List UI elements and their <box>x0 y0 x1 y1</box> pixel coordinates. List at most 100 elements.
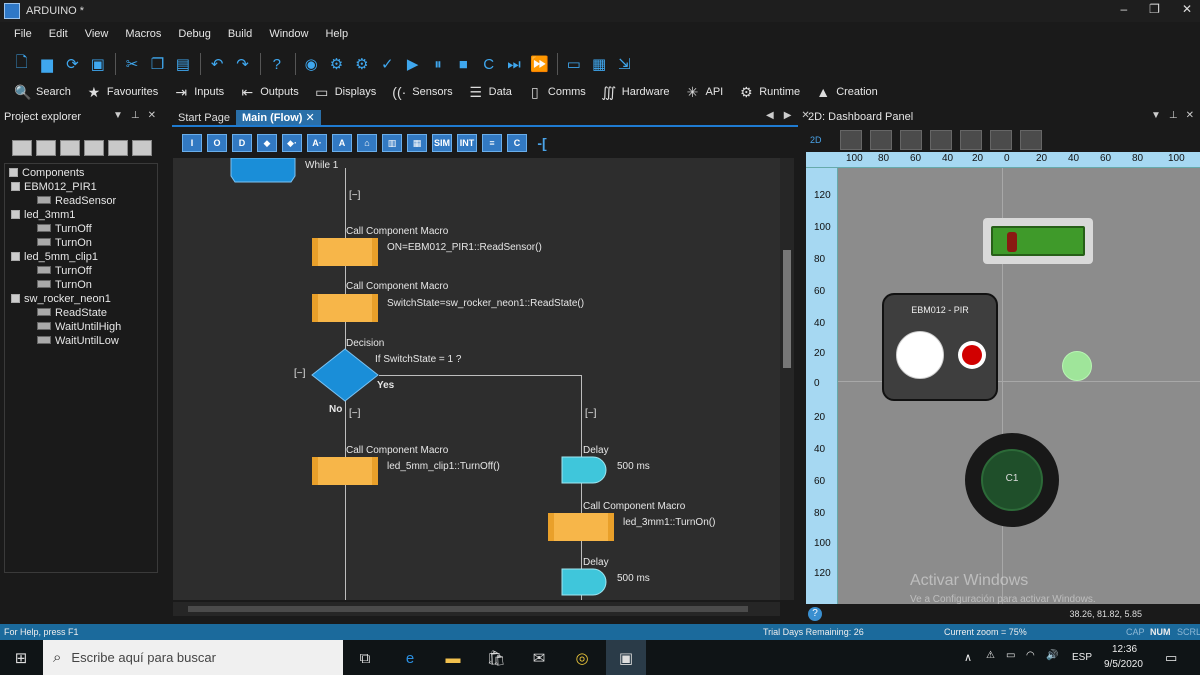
play-icon[interactable]: ▶ <box>406 56 419 73</box>
output-icon[interactable]: O <box>207 134 227 152</box>
edge-icon[interactable]: e <box>405 649 415 667</box>
tree-item[interactable]: WaitUntilHigh <box>37 320 121 334</box>
stop-icon[interactable]: ■ <box>458 55 468 73</box>
task-view-icon[interactable]: ⧉ <box>359 649 371 667</box>
open-folder-icon[interactable]: ▆ <box>41 56 53 73</box>
tree-item[interactable]: ReadSensor <box>37 194 116 208</box>
displays-button[interactable]: ▭Displays <box>313 84 376 100</box>
wifi-icon[interactable]: ◠ <box>1026 650 1035 661</box>
chrome-icon[interactable]: ◎ <box>575 650 589 667</box>
inputs-button[interactable]: ⇥Inputs <box>172 84 224 100</box>
tree-item[interactable]: ReadState <box>37 306 107 320</box>
help-icon[interactable]: ? <box>272 55 281 73</box>
binary-icon[interactable]: ▦ <box>591 56 607 73</box>
close-icon[interactable]: ✕ <box>1185 110 1194 121</box>
tab-scroll-left-icon[interactable]: ◀ <box>766 110 774 121</box>
while-loop-shape[interactable] <box>229 158 299 184</box>
horizontal-scroll-thumb[interactable] <box>188 606 748 612</box>
copy-icon[interactable]: ❐ <box>150 56 165 73</box>
tree-item[interactable]: TurnOff <box>37 222 92 236</box>
tree-item[interactable]: EBM012_PIR1 <box>11 180 97 194</box>
notifications-icon[interactable]: ▭ <box>1165 650 1178 665</box>
store-icon[interactable]: 🛍 <box>486 650 506 667</box>
tab-main-flow[interactable]: Main (Flow) ✕ <box>235 110 321 126</box>
macro-icon[interactable] <box>84 140 104 156</box>
wrench-icon[interactable] <box>990 130 1012 150</box>
tree-item[interactable]: TurnOn <box>37 278 92 292</box>
menu-view[interactable]: View <box>84 28 109 40</box>
compile-icon[interactable]: ⚙ <box>329 56 344 73</box>
board-icon[interactable] <box>12 140 32 156</box>
decision-diamond[interactable] <box>311 348 379 402</box>
layer-icon[interactable] <box>960 130 982 150</box>
data-button[interactable]: ☰Data <box>467 84 512 100</box>
pin-icon[interactable]: ⊥ <box>130 110 140 121</box>
language-indicator[interactable]: ESP <box>1072 652 1093 663</box>
pin-icon[interactable]: ⊥ <box>1168 110 1178 121</box>
chevron-up-icon[interactable]: ∧ <box>964 652 973 664</box>
sphere-icon[interactable] <box>900 130 922 150</box>
paste-icon[interactable]: ▤ <box>175 56 190 73</box>
dropdown-icon[interactable]: ▼ <box>112 110 123 121</box>
move-icon[interactable] <box>870 130 892 150</box>
tree-item[interactable]: led_5mm_clip1 <box>11 250 98 264</box>
windows-start-icon[interactable]: ⊞ <box>14 650 28 667</box>
taskbar-search[interactable]: ⌕ Escribe aquí para buscar <box>43 640 343 675</box>
pointer-icon[interactable] <box>840 130 862 150</box>
component-macro-block[interactable] <box>548 513 614 541</box>
view-icon[interactable]: ◉ <box>304 56 318 73</box>
creation-button[interactable]: ▲Creation <box>814 84 878 100</box>
comment-icon[interactable]: ≡ <box>482 134 502 152</box>
delay-block[interactable] <box>561 456 609 484</box>
push-button[interactable]: C1 <box>965 433 1059 527</box>
loop-icon[interactable]: ⌂ <box>357 134 377 152</box>
component-macro-block[interactable] <box>312 294 378 322</box>
redo-icon[interactable]: ↷ <box>236 56 249 73</box>
program-icon[interactable]: ⇲ <box>618 56 631 73</box>
undo-icon[interactable]: ↶ <box>210 56 224 73</box>
favourites-button[interactable]: ★Favourites <box>85 84 159 100</box>
tree-item[interactable]: WaitUntilLow <box>37 334 119 348</box>
outputs-button[interactable]: ⇤Outputs <box>238 84 298 100</box>
dashboard-canvas[interactable]: EBM012 - PIR C1 Activar Windows Ve a Con… <box>838 168 1200 604</box>
search-button[interactable]: 🔍Search <box>14 83 71 100</box>
yes-collapse-toggle[interactable]: [−] <box>585 408 597 419</box>
flowchart-canvas[interactable]: While 1 [−] Call Component Macro ON=EBM0… <box>173 158 780 600</box>
hardware-button[interactable]: ∭Hardware <box>601 83 670 100</box>
save-icon[interactable]: ▣ <box>90 56 105 73</box>
decision-collapse-toggle[interactable]: [−] <box>294 368 306 379</box>
code-icon[interactable]: C <box>507 134 527 152</box>
pir-sensor[interactable]: EBM012 - PIR <box>882 293 998 401</box>
pause-icon[interactable]: ⏸ <box>434 55 442 73</box>
comms-button[interactable]: ▯Comms <box>526 84 586 100</box>
menu-build[interactable]: Build <box>227 28 253 40</box>
menu-help[interactable]: Help <box>325 28 349 40</box>
check-icon[interactable]: ✓ <box>380 56 394 73</box>
restore-icon[interactable]: ❐ <box>1149 2 1160 16</box>
calculation-icon[interactable]: A· <box>307 134 327 152</box>
refresh-icon[interactable]: ⟳ <box>66 56 79 73</box>
bracket-icon[interactable]: -[ <box>537 135 547 151</box>
component-icon[interactable] <box>108 140 128 156</box>
delay-icon[interactable]: D <box>232 134 252 152</box>
switch-icon[interactable]: ◆· <box>282 134 302 152</box>
close-icon[interactable]: ✕ <box>1181 2 1192 16</box>
variable-icon[interactable] <box>60 140 80 156</box>
step-into-icon[interactable]: ⏭ <box>507 55 521 73</box>
code-icon[interactable]: ▭ <box>566 56 581 73</box>
resize-icon[interactable] <box>930 130 952 150</box>
tab-scroll-right-icon[interactable]: ▶ <box>783 110 792 121</box>
sim-icon[interactable]: C <box>483 55 495 73</box>
api-button[interactable]: ✳API <box>683 84 724 100</box>
chip-icon[interactable]: ⚙ <box>355 56 369 73</box>
file-explorer-icon[interactable]: ▬ <box>445 649 461 667</box>
menu-edit[interactable]: Edit <box>48 28 68 40</box>
component-macro-block[interactable] <box>312 238 378 266</box>
notification-app-icon[interactable]: ⚠ <box>986 650 995 661</box>
component-macro-icon[interactable]: ▦ <box>407 134 427 152</box>
interrupt-icon[interactable]: INT <box>457 134 477 152</box>
tree-item[interactable]: TurnOn <box>37 236 92 250</box>
step-over-icon[interactable]: ⏩ <box>530 56 549 73</box>
tree-item[interactable]: TurnOff <box>37 264 92 278</box>
collapse-toggle[interactable]: [−] <box>349 190 361 201</box>
